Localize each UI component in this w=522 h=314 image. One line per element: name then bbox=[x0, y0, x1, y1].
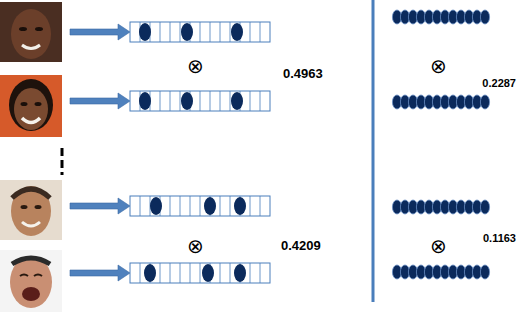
sparse-vector bbox=[130, 196, 270, 216]
similarity-score: 0.4209 bbox=[281, 239, 321, 252]
dense-vector bbox=[392, 265, 489, 279]
operator-symbol: ⊗ bbox=[187, 56, 204, 76]
similarity-score: 0.2287 bbox=[482, 78, 516, 89]
operator-symbol: ⊗ bbox=[187, 236, 204, 256]
face-photo bbox=[0, 75, 62, 137]
face-photo bbox=[0, 250, 62, 312]
sparse-vector bbox=[130, 91, 270, 111]
similarity-score: 0.1163 bbox=[483, 233, 516, 244]
sparse-vector bbox=[130, 22, 270, 42]
input-arrow bbox=[70, 24, 130, 40]
input-arrow bbox=[70, 93, 130, 109]
dense-vector bbox=[392, 95, 489, 109]
divider-line bbox=[372, 0, 375, 302]
operator-symbol: ⊗ bbox=[430, 236, 447, 256]
face-photo bbox=[0, 2, 62, 62]
ellipsis-mark bbox=[62, 148, 63, 175]
input-arrow bbox=[70, 265, 130, 281]
sparse-vector bbox=[130, 263, 270, 283]
face-photo bbox=[0, 180, 62, 240]
input-arrow bbox=[70, 198, 130, 214]
dense-vector bbox=[392, 200, 489, 214]
operator-symbol: ⊗ bbox=[430, 56, 447, 76]
dense-vector bbox=[392, 10, 489, 24]
similarity-score: 0.4963 bbox=[283, 67, 323, 80]
